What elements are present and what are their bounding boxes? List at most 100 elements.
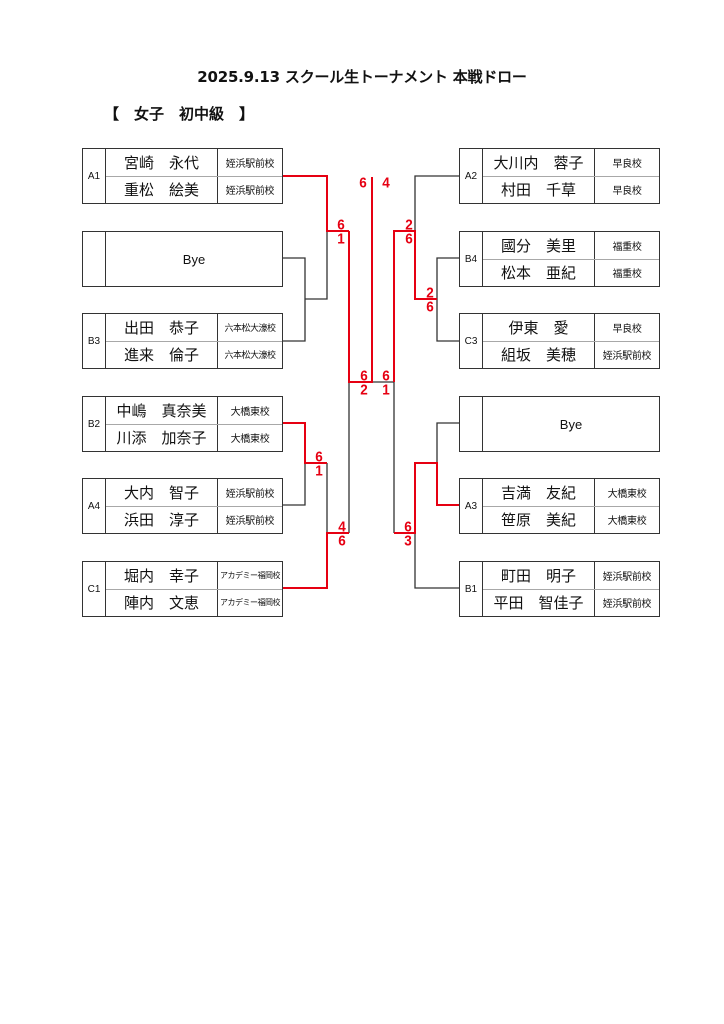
score-left-qf2-top: 4: [338, 520, 346, 535]
player-row: 出田 恭子六本松大濠校: [106, 314, 282, 341]
entry-left-bye: Bye: [82, 231, 283, 287]
player-school: 福重校: [612, 241, 642, 253]
player-row: 大内 智子姪浜駅前校: [106, 479, 282, 506]
player-school: 姪浜駅前校: [225, 186, 275, 198]
player-school: 大橋東校: [230, 434, 270, 446]
player-row: 大川内 蓉子 早良校: [483, 149, 659, 176]
score-left-sf-bottom: 2: [360, 383, 368, 398]
score-value: 6: [405, 230, 413, 248]
bracket-line-left-bye-b3-out: [305, 231, 328, 300]
score-value: 6: [360, 367, 368, 385]
player-school: 早良校: [612, 158, 642, 170]
bracket-line-right-b4-c3: [436, 257, 460, 342]
score-value: 2: [426, 284, 434, 302]
score-value: 1: [382, 381, 390, 399]
player-school: 早良校: [612, 186, 642, 198]
score-value: 1: [337, 230, 345, 248]
player-row: 組坂 美穂姪浜駅前校: [483, 340, 659, 368]
entry-right-b1: B1 町田 明子姪浜駅前校 平田 智佳子姪浜駅前校: [459, 561, 660, 617]
score-left-qf2-bottom: 6: [338, 534, 346, 549]
score-left-qf1-top: 6: [337, 218, 345, 233]
seed-label: [83, 232, 106, 286]
score-right-r1a-bottom: 6: [426, 300, 434, 315]
bracket-line-left-bye-b3: [283, 257, 306, 342]
player-school: 大橋東校: [607, 516, 647, 528]
player-row: 平田 智佳子姪浜駅前校: [483, 588, 659, 616]
score-final-right: 4: [382, 176, 390, 191]
score-left-r1b-top: 6: [315, 450, 323, 465]
player-row: 吉満 友紀大橋東校: [483, 479, 659, 506]
bracket-line-right-bye: [436, 422, 460, 463]
score-left-sf-top: 6: [360, 369, 368, 384]
score-final-left: 6: [359, 176, 367, 191]
score-left-qf1-bottom: 1: [337, 232, 345, 247]
winner-path-right-upper: [393, 230, 437, 382]
score-value: 3: [404, 532, 412, 550]
player-school: 姪浜駅前校: [225, 488, 275, 500]
score-value: 6: [338, 532, 346, 550]
player-name: 組坂 美穂: [483, 341, 595, 368]
player-row: 宮崎 永代姪浜駅前校: [106, 149, 282, 176]
player-name: 陣内 文恵: [106, 589, 218, 616]
player-row: 川添 加奈子大橋東校: [106, 423, 282, 451]
score-left-r1b-bottom: 1: [315, 464, 323, 479]
score-right-qf2-bottom: 3: [404, 534, 412, 549]
score-value: 6: [337, 216, 345, 234]
score-value: 6: [382, 367, 390, 385]
player-school: 早良校: [612, 323, 642, 335]
player-school: アカデミー福岡校: [220, 598, 281, 608]
player-name: 町田 明子: [483, 562, 595, 589]
player-name: 伊東 愛: [483, 314, 595, 341]
score-value: 6: [404, 518, 412, 536]
player-name: 大川内 蓉子: [483, 149, 595, 176]
entry-left-a1: A1 宮崎 永代姪浜駅前校 重松 絵美姪浜駅前校: [82, 148, 283, 204]
score-value: 6: [315, 448, 323, 466]
score-right-qf2-top: 6: [404, 520, 412, 535]
player-school: アカデミー福岡校: [220, 570, 281, 580]
player-name: 平田 智佳子: [483, 589, 595, 616]
seed-label: B4: [460, 232, 483, 286]
score-value: 6: [359, 174, 367, 192]
category-subtitle: 【 女子 初中級 】: [104, 105, 255, 123]
player-row: 伊東 愛 早良校: [483, 314, 659, 341]
player-name: 浜田 淳子: [106, 506, 218, 533]
bracket-line-left-a4: [283, 463, 306, 506]
score-right-qf1-top: 2: [405, 218, 413, 233]
score-right-qf1-bottom: 6: [405, 232, 413, 247]
player-school: 六本松大濠校: [224, 323, 276, 334]
winner-path-left-c1: [283, 532, 349, 589]
bracket-line-right-a2: [414, 175, 460, 231]
page-title: 2025.9.13 スクール生トーナメント 本戦ドロー: [197, 68, 527, 86]
score-value: 1: [315, 462, 323, 480]
player-name: 笹原 美紀: [483, 506, 595, 533]
entry-left-a4: A4 大内 智子姪浜駅前校 浜田 淳子姪浜駅前校: [82, 478, 283, 534]
player-school: 姪浜駅前校: [602, 351, 652, 363]
player-name: 進来 倫子: [106, 341, 218, 368]
player-school: 姪浜駅前校: [602, 571, 652, 583]
entry-left-c1: C1 堀内 幸子アカデミー福岡校 陣内 文恵アカデミー福岡校: [82, 561, 283, 617]
seed-label: A2: [460, 149, 483, 203]
player-school: 姪浜駅前校: [225, 158, 275, 170]
player-row: 村田 千草 早良校: [483, 175, 659, 203]
player-row: 堀内 幸子アカデミー福岡校: [106, 562, 282, 589]
entry-right-a2: A2 大川内 蓉子早良校 村田 千草早良校: [459, 148, 660, 204]
player-name: 重松 絵美: [106, 176, 218, 203]
player-row: 松本 亜紀福重校: [483, 258, 659, 286]
score-right-r1a-top: 2: [426, 286, 434, 301]
entry-right-bye: Bye: [459, 396, 660, 452]
player-name: 松本 亜紀: [483, 259, 595, 286]
player-name: 村田 千草: [483, 176, 595, 203]
winner-path-left-final: [348, 177, 373, 383]
player-name: 川添 加奈子: [106, 424, 218, 451]
entry-left-b3: B3 出田 恭子六本松大濠校 進来 倫子六本松大濠校: [82, 313, 283, 369]
score-value: 6: [426, 298, 434, 316]
seed-label: A4: [83, 479, 106, 533]
score-right-sf-top: 6: [382, 369, 390, 384]
score-value: 4: [382, 174, 390, 192]
player-school: 大橋東校: [230, 406, 270, 418]
bye-label: Bye: [182, 251, 206, 267]
player-row: 町田 明子姪浜駅前校: [483, 562, 659, 589]
winner-path-right-a3: [394, 462, 460, 534]
player-row: 中嶋 真奈美大橋東校: [106, 397, 282, 424]
player-name: 宮崎 永代: [106, 149, 218, 176]
